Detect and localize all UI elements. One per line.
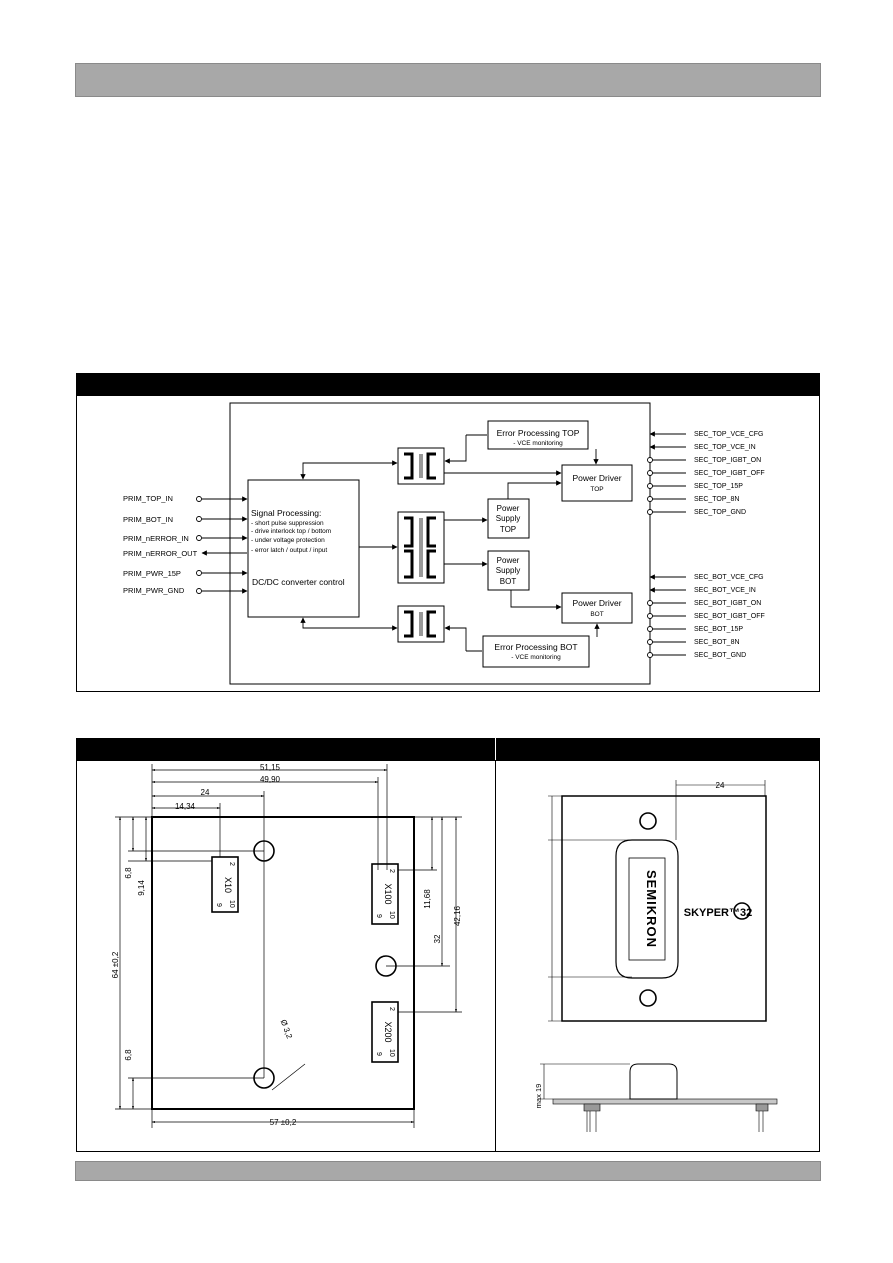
block-diagram-panel xyxy=(76,395,820,692)
header-bar xyxy=(75,63,821,97)
product-view-panel xyxy=(495,760,820,1152)
block-diagram-title-bar xyxy=(76,373,820,396)
dimension-panel xyxy=(76,760,496,1152)
photo-title-bar xyxy=(496,738,820,761)
footer-bar xyxy=(75,1161,821,1181)
dimension-title-bar xyxy=(76,738,495,761)
